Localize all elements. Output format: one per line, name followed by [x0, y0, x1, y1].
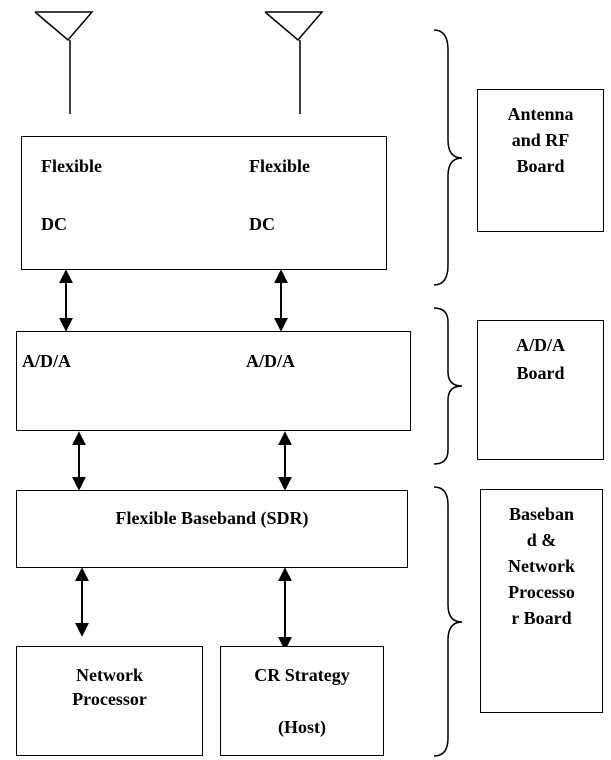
baseband-network-line1: Baseban: [508, 504, 575, 524]
cr-strategy-line2: (Host): [278, 717, 326, 737]
baseband-network-line3: Network: [508, 556, 575, 576]
baseband-network-board-label-box: Baseban d & Network Processo r Board: [480, 489, 603, 713]
flexible-dc-left-line2: DC: [41, 214, 67, 234]
flexible-dc-right-line2: DC: [249, 214, 275, 234]
ada-board-line1: A/D/A: [516, 335, 565, 355]
antenna-right-icon: [264, 11, 324, 114]
cr-strategy-block: CR Strategy (Host): [220, 646, 384, 756]
flexible-dc-right-line1: Flexible: [249, 156, 310, 176]
antenna-rf-board-line1: Antenna: [507, 104, 574, 124]
antenna-rf-board-line3: Board: [516, 156, 565, 176]
ada-board-line2: Board: [516, 363, 565, 383]
ada-left-label: A/D/A: [22, 351, 71, 371]
antenna-left-icon: [34, 11, 94, 114]
flexible-dc-left-line1: Flexible: [41, 156, 102, 176]
network-processor-block: Network Processor: [16, 646, 203, 756]
brace-baseband-network: [433, 486, 463, 757]
flexible-dc-block: Flexible DC Flexible DC: [21, 136, 387, 270]
cr-strategy-line1: CR Strategy: [254, 665, 350, 685]
antenna-rf-board-label-box: Antenna and RF Board: [477, 89, 604, 232]
ada-block: A/D/A A/D/A: [16, 331, 411, 431]
network-processor-line1: Network: [76, 665, 143, 685]
ada-board-label-box: A/D/A Board: [477, 320, 604, 460]
antenna-rf-board-line2: and RF: [511, 130, 570, 150]
ada-right-label: A/D/A: [246, 351, 295, 371]
baseband-network-line2: d &: [526, 530, 557, 550]
flexible-baseband-block: Flexible Baseband (SDR): [16, 490, 408, 568]
baseband-network-line4: Processo: [508, 582, 575, 602]
brace-antenna-rf: [433, 29, 463, 286]
network-processor-line2: Processor: [72, 689, 147, 709]
brace-ada: [433, 307, 463, 465]
flexible-baseband-label: Flexible Baseband (SDR): [115, 508, 309, 528]
baseband-network-line5: r Board: [511, 608, 572, 628]
